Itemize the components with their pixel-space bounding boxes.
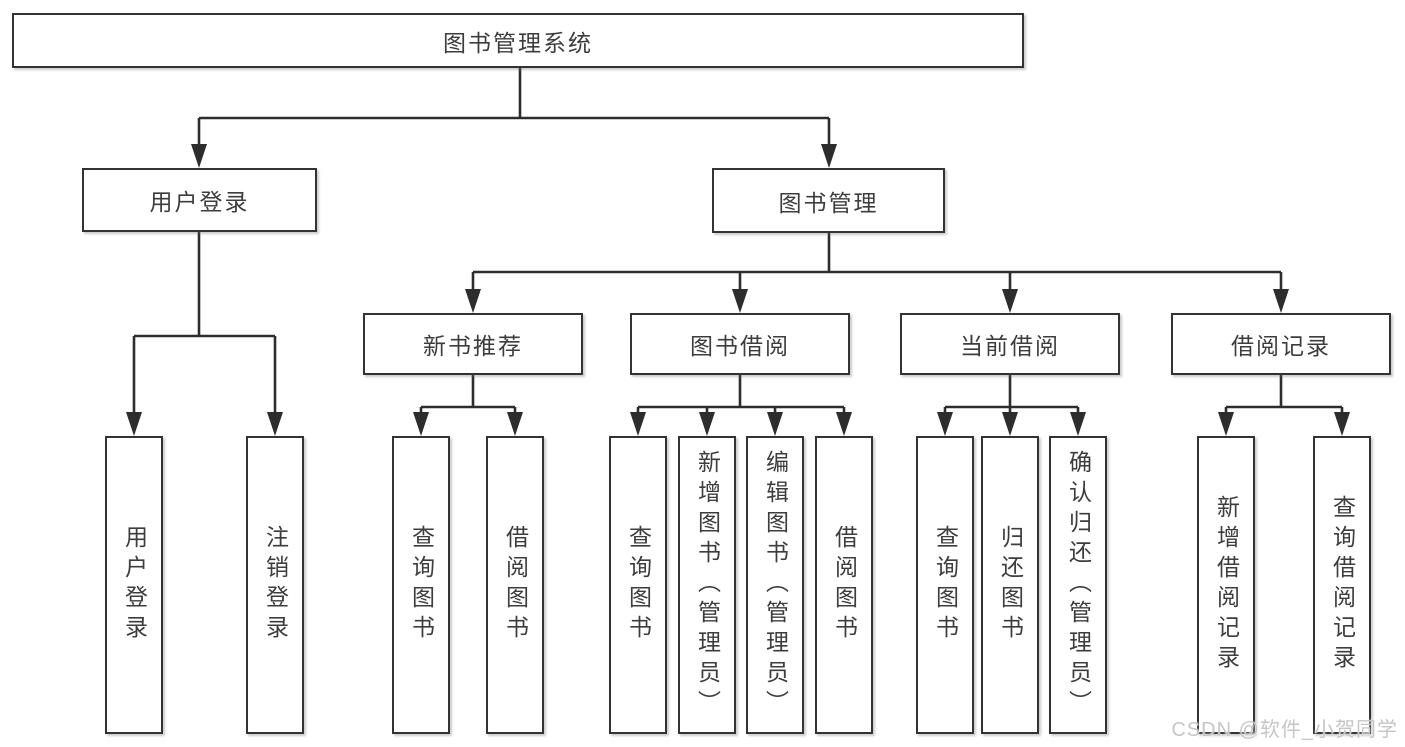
leaf-borrowing-add-books-admin-label: 新增图书（管理员）	[694, 450, 721, 720]
node-user-login: 用户登录	[82, 168, 317, 232]
node-borrowing-records-label: 借阅记录	[1231, 333, 1331, 359]
node-book-management-label: 图书管理	[778, 189, 879, 216]
leaf-borrowing-query-books: 查询图书	[609, 436, 667, 734]
leaf-records-add-record-label: 新增借阅记录	[1213, 495, 1240, 675]
leaf-user-login: 用户登录	[105, 436, 163, 734]
leaf-recommend-query-books: 查询图书	[392, 436, 450, 734]
arrowheads	[126, 144, 1350, 436]
node-current-borrowing: 当前借阅	[900, 313, 1120, 375]
node-user-login-label: 用户登录	[149, 189, 250, 215]
leaf-logout-label: 注销登录	[262, 525, 289, 645]
leaf-logout: 注销登录	[246, 436, 304, 734]
node-new-book-recommendation-label: 新书推荐	[423, 333, 523, 359]
leaf-user-login-label: 用户登录	[121, 525, 148, 645]
leaf-recommend-borrow-books-label: 借阅图书	[502, 525, 529, 645]
csdn-watermark: CSDN @软件_小贺同学	[1171, 719, 1398, 741]
leaf-current-return-books-label: 归还图书	[997, 525, 1024, 645]
leaf-borrowing-edit-books-admin: 编辑图书（管理员）	[746, 436, 804, 734]
node-root: 图书管理系统	[12, 13, 1024, 68]
leaf-records-add-record: 新增借阅记录	[1197, 436, 1255, 734]
leaf-borrowing-edit-books-admin-label: 编辑图书（管理员）	[762, 450, 789, 720]
node-book-borrowing: 图书借阅	[630, 313, 850, 375]
node-book-borrowing-label: 图书借阅	[690, 333, 790, 359]
node-book-management: 图书管理	[712, 168, 945, 233]
leaf-recommend-borrow-books: 借阅图书	[486, 436, 544, 734]
leaf-borrowing-borrow-books-label: 借阅图书	[831, 525, 858, 645]
leaf-current-query-books: 查询图书	[916, 436, 974, 734]
leaf-records-query-record: 查询借阅记录	[1313, 436, 1371, 734]
node-new-book-recommendation: 新书推荐	[363, 313, 583, 375]
leaf-borrowing-borrow-books: 借阅图书	[815, 436, 873, 734]
tree-edges	[132, 68, 1344, 416]
leaf-current-query-books-label: 查询图书	[932, 525, 959, 645]
leaf-borrowing-add-books-admin: 新增图书（管理员）	[678, 436, 736, 734]
leaf-current-return-books: 归还图书	[981, 436, 1039, 734]
leaf-current-confirm-return-admin: 确认归还（管理员）	[1049, 436, 1107, 734]
leaf-records-query-record-label: 查询借阅记录	[1329, 495, 1356, 675]
leaf-borrowing-query-books-label: 查询图书	[625, 525, 652, 645]
node-borrowing-records: 借阅记录	[1171, 313, 1391, 375]
leaf-recommend-query-books-label: 查询图书	[408, 525, 435, 645]
leaf-current-confirm-return-admin-label: 确认归还（管理员）	[1065, 450, 1092, 720]
node-current-borrowing-label: 当前借阅	[960, 333, 1060, 359]
node-root-label: 图书管理系统	[443, 29, 593, 56]
